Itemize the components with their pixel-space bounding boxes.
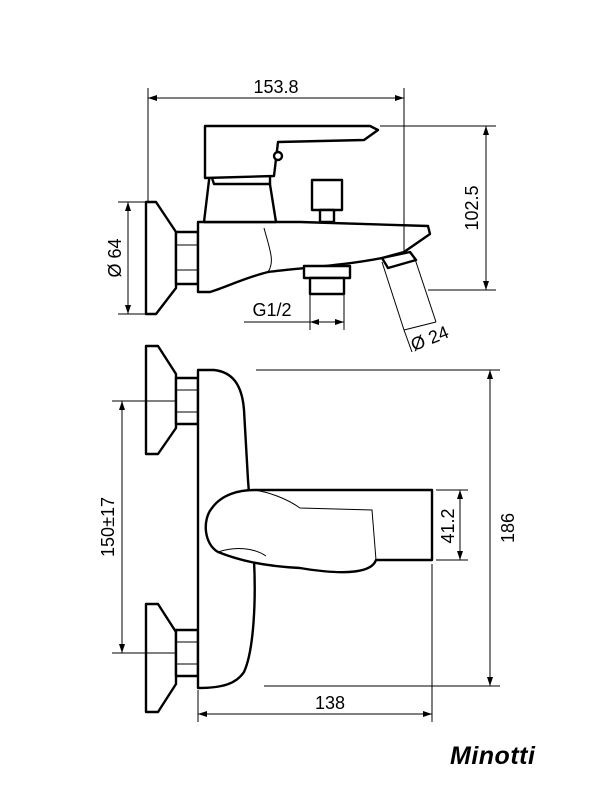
side-wall-flange xyxy=(144,200,178,316)
side-spout-outlet xyxy=(380,250,418,270)
front-upper-flange xyxy=(144,344,178,456)
side-lever-pivot xyxy=(272,150,284,162)
side-diverter-knob xyxy=(310,178,344,212)
brand-logo: Minotti xyxy=(450,742,536,770)
front-upper-hex-nut xyxy=(174,376,200,426)
side-inlet-pipe xyxy=(308,276,346,296)
side-inlet-nut xyxy=(302,264,352,280)
front-lower-hex-nut xyxy=(174,628,200,678)
front-lower-flange xyxy=(144,602,178,714)
dim-centers: 150±17 xyxy=(98,497,118,557)
dim-lever-width: 41.2 xyxy=(438,508,458,543)
dim-inlet-thread: G1/2 xyxy=(252,300,291,320)
side-dimensions: 153.8 102.5 Ø 64 G1/2 Ø 24 xyxy=(105,77,496,355)
dim-projection: 138 xyxy=(315,693,345,713)
dim-height: 102.5 xyxy=(462,185,482,230)
dim-flange-diameter: Ø 64 xyxy=(105,238,125,277)
dim-outlet-diameter: Ø 24 xyxy=(408,322,452,355)
side-view xyxy=(144,124,432,316)
dim-total-height: 186 xyxy=(498,513,518,543)
side-hex-nut xyxy=(174,230,200,286)
side-lever-handle xyxy=(203,124,380,180)
dim-overall-width: 153.8 xyxy=(253,77,298,97)
front-view xyxy=(144,344,434,714)
front-lever xyxy=(204,488,434,574)
front-dimensions: 150±17 41.2 186 138 xyxy=(98,369,518,722)
